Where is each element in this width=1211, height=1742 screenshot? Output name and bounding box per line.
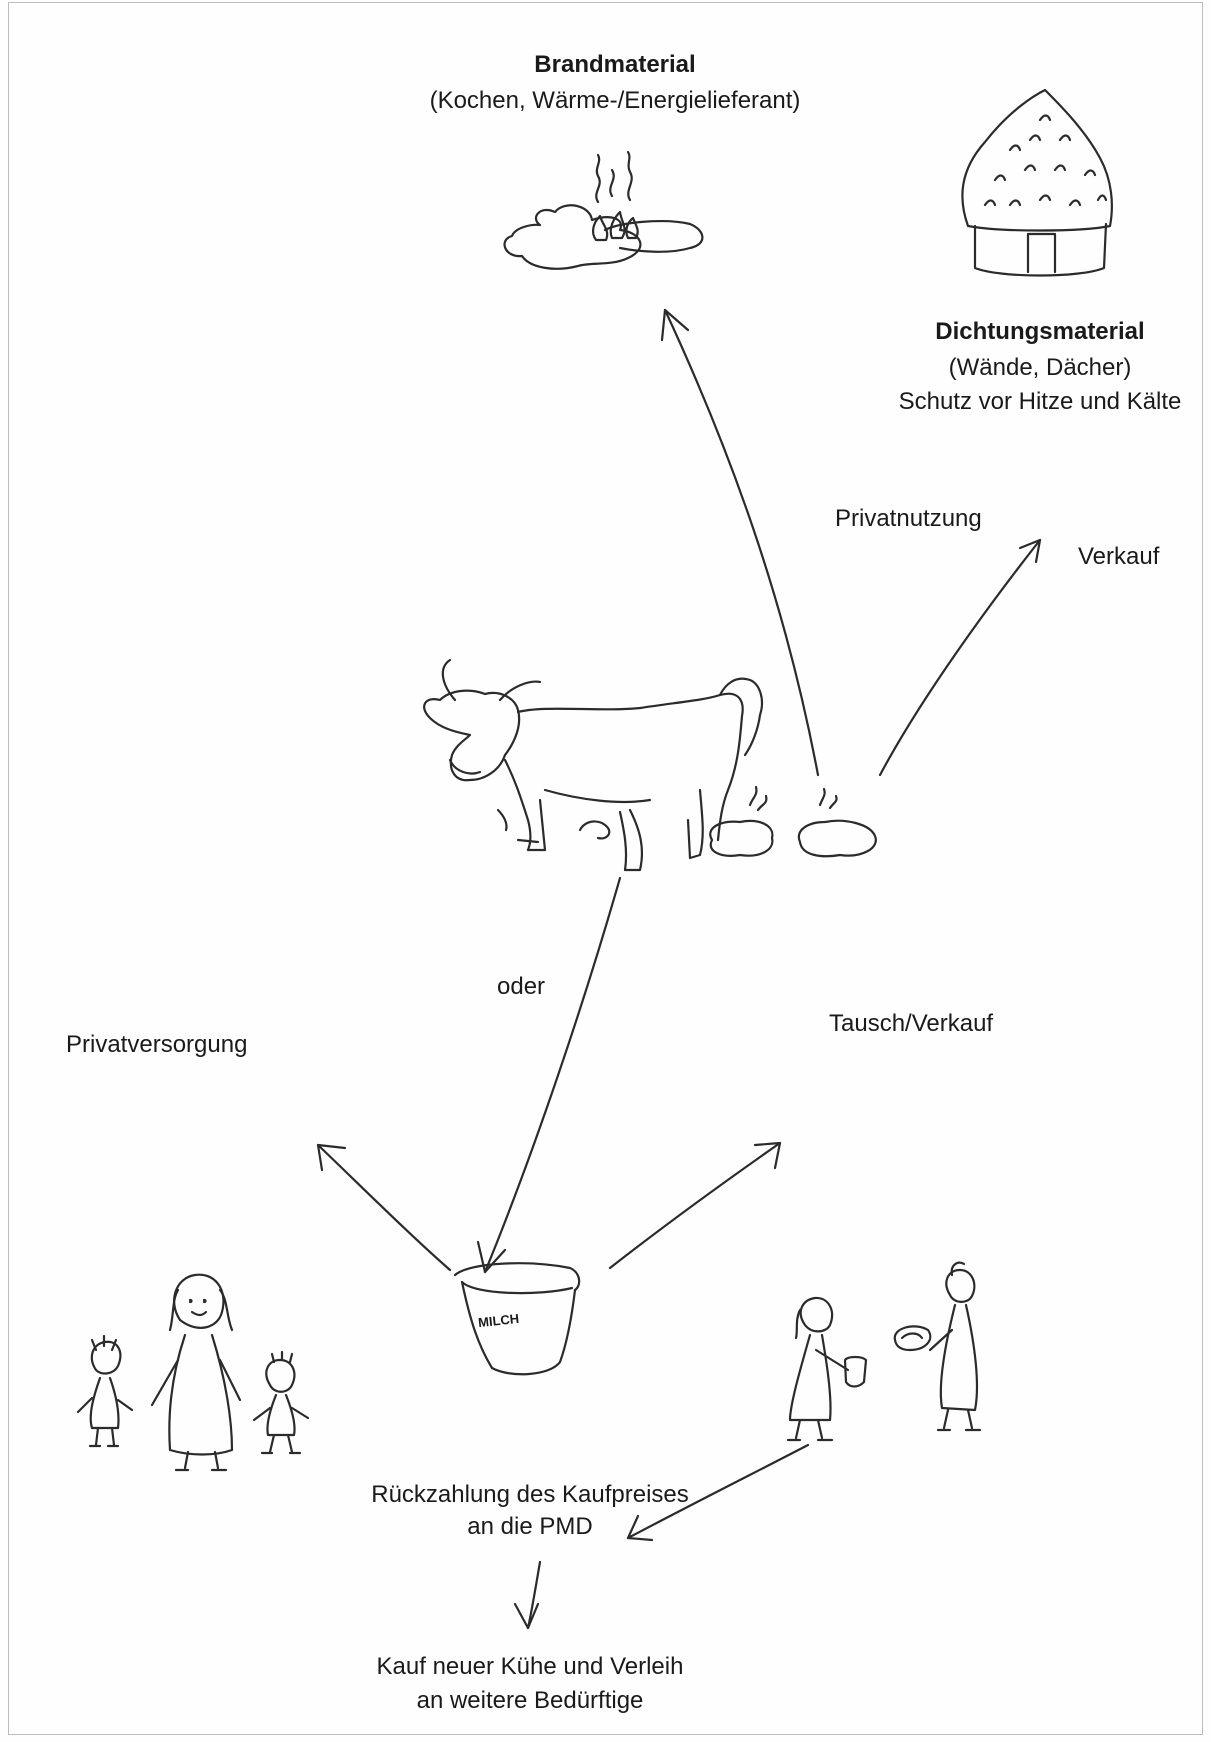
fuel-title: Brandmaterial bbox=[534, 51, 696, 78]
arrow-to-repayment bbox=[626, 1443, 810, 1542]
repayment-line1: Rückzahlung des Kaufpreises bbox=[371, 1481, 689, 1508]
label-private-use: Privatnutzung bbox=[835, 505, 982, 532]
cow-illustration bbox=[423, 658, 764, 872]
sealing-line1: (Wände, Dächer) bbox=[948, 354, 1132, 381]
label-or: oder bbox=[497, 973, 546, 1000]
label-trade-sale: Tausch/Verkauf bbox=[829, 1010, 994, 1037]
sealing-line2: Schutz vor Hitze und Kälte bbox=[898, 388, 1182, 415]
fuel-subtitle: (Kochen, Wärme-/Energielieferant) bbox=[429, 87, 801, 114]
arrow-to-bucket bbox=[476, 876, 622, 1274]
hut-illustration bbox=[961, 88, 1113, 277]
milk-bucket bbox=[453, 1262, 581, 1376]
repayment-line2: an die PMD bbox=[467, 1513, 593, 1540]
page-frame bbox=[8, 2, 1203, 1735]
label-private-supply: Privatversorgung bbox=[66, 1031, 248, 1058]
arrow-to-sale bbox=[878, 538, 1042, 777]
dung-illustration bbox=[709, 785, 877, 858]
label-sale: Verkauf bbox=[1078, 543, 1160, 570]
fire-illustration bbox=[503, 150, 704, 270]
arrow-to-traders bbox=[608, 1141, 782, 1270]
traders-illustration bbox=[786, 1261, 982, 1442]
arrow-to-family bbox=[316, 1143, 452, 1272]
new-cows-line1: Kauf neuer Kühe und Verleih bbox=[376, 1653, 684, 1680]
new-cows-line2: an weitere Bedürftige bbox=[416, 1687, 644, 1714]
arrow-down-to-new-cows bbox=[513, 1560, 542, 1630]
sealing-title: Dichtungsmaterial bbox=[935, 318, 1145, 345]
arrow-to-fire bbox=[660, 308, 820, 777]
family-illustration bbox=[76, 1273, 310, 1472]
